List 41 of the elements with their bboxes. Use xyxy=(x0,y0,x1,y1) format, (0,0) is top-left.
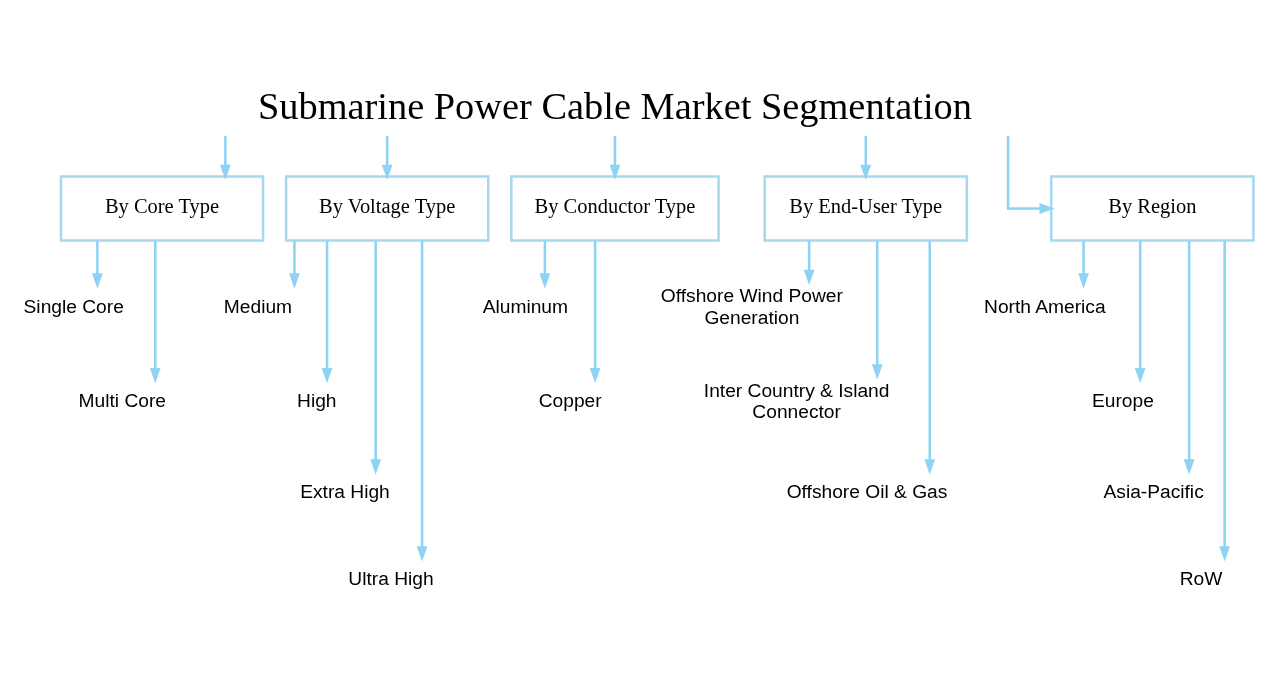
node-box: By Voltage Type xyxy=(284,175,490,242)
node-text: Ultra High xyxy=(348,568,434,590)
node-text: Submarine Power Cable Market Segmentation xyxy=(257,84,972,127)
arrow xyxy=(1219,240,1231,562)
node-text: High xyxy=(297,390,337,412)
arrow xyxy=(381,135,393,181)
node-text: Offshore Oil & Gas xyxy=(786,481,948,503)
node-box: By Conductor Type xyxy=(510,175,720,242)
node-text: Copper xyxy=(538,390,602,412)
node-text: Asia-Pacific xyxy=(1103,481,1204,503)
arrow xyxy=(370,240,382,475)
node-text: Multi Core xyxy=(78,390,167,412)
node-box: By Region xyxy=(1050,175,1255,242)
arrow xyxy=(219,135,231,181)
node-text: Offshore Wind Power Generation xyxy=(660,284,843,328)
node-text: Inter Country & Island Connector xyxy=(703,379,890,423)
arrow xyxy=(1183,240,1195,475)
arrow xyxy=(1078,240,1089,289)
node-box: By Core Type xyxy=(59,175,265,242)
arrow xyxy=(539,240,551,289)
node-text: Single Core xyxy=(23,295,124,317)
node-text: Aluminum xyxy=(482,295,569,317)
arrow xyxy=(860,135,872,181)
node-box: By End-User Type xyxy=(763,175,969,242)
arrow xyxy=(149,240,161,384)
node-text: Extra High xyxy=(300,481,390,503)
arrow xyxy=(1006,135,1055,214)
arrow xyxy=(321,240,333,384)
arrow xyxy=(871,240,883,380)
arrow xyxy=(589,240,601,384)
arrow xyxy=(416,240,428,562)
node-text: Medium xyxy=(223,295,293,317)
arrow xyxy=(1134,240,1146,384)
arrow xyxy=(609,135,621,181)
node-text: North America xyxy=(984,295,1106,317)
arrow xyxy=(92,240,103,289)
node-text: Europe xyxy=(1091,390,1154,412)
node-text: RoW xyxy=(1179,568,1223,590)
arrow xyxy=(803,240,815,286)
arrow xyxy=(924,240,936,475)
arrow xyxy=(289,240,300,289)
